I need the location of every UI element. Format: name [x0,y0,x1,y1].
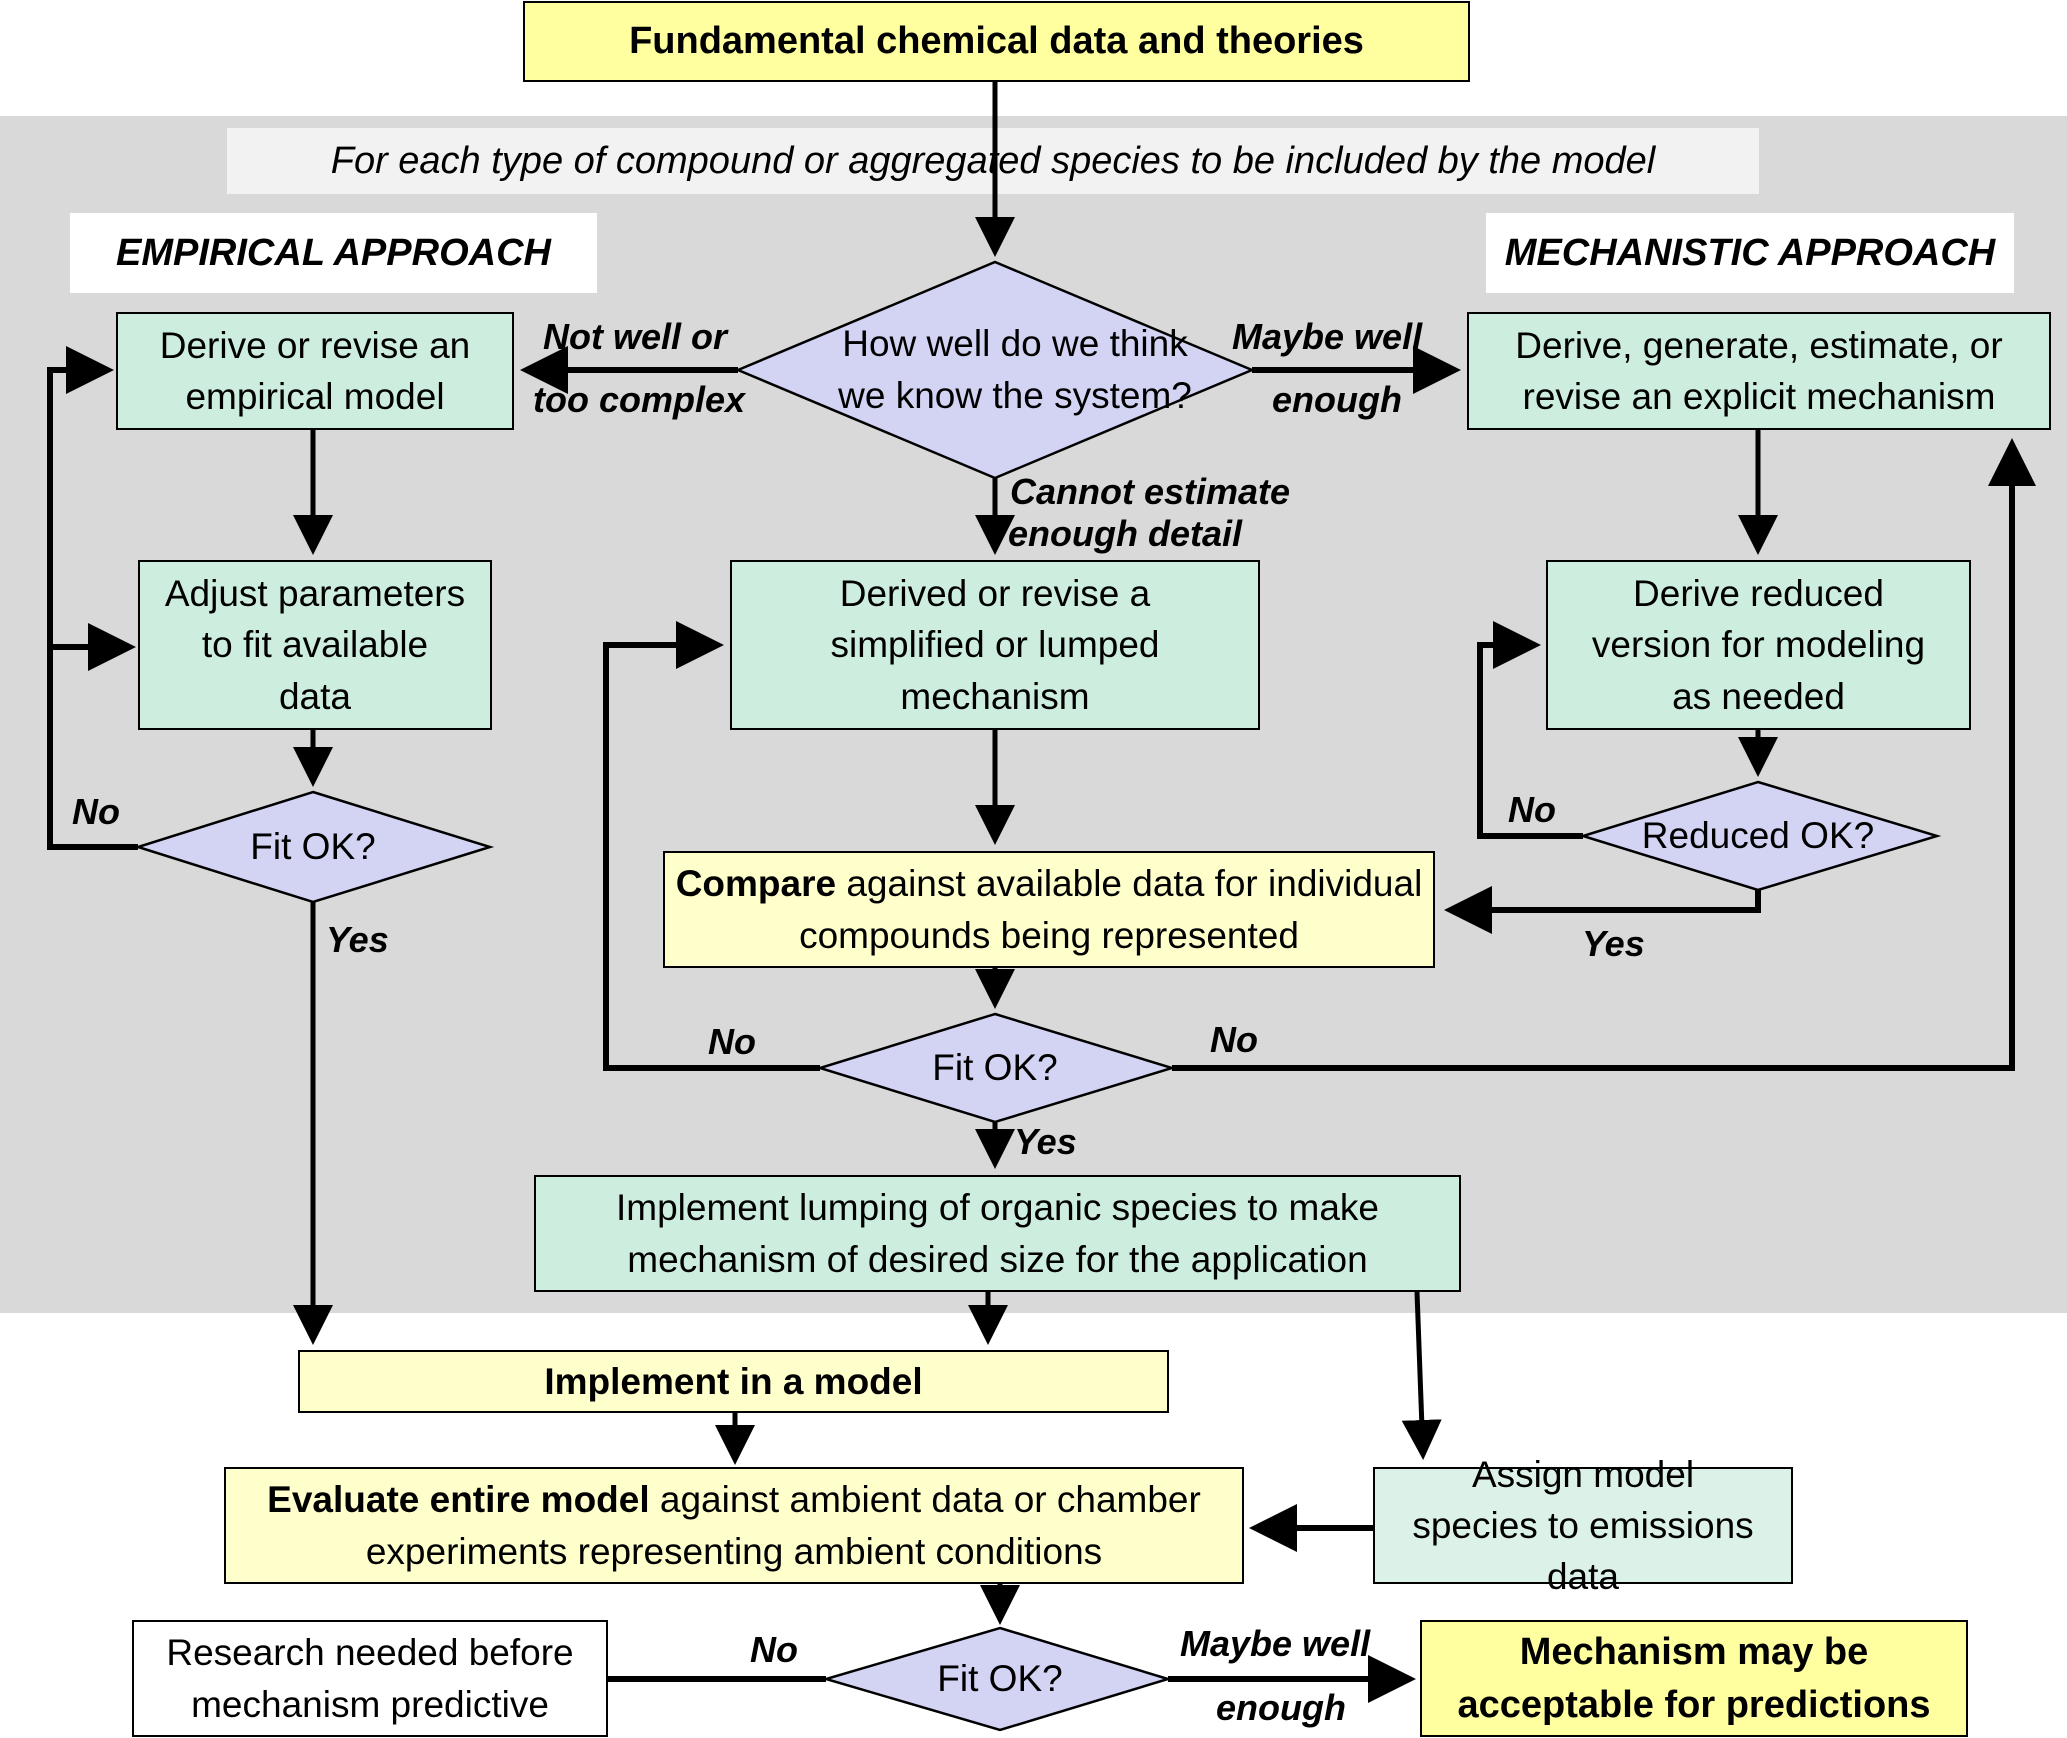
compare-rest-text: against available data for individual co… [799,863,1423,956]
evaluate-bold-text: Evaluate entire model [267,1479,650,1521]
acceptable-box: Mechanism may be acceptable for predicti… [1420,1620,1968,1737]
reduced-version-box: Derive reduced version for modeling as n… [1546,560,1971,730]
implement-lumping-box: Implement lumping of organic species to … [534,1175,1461,1292]
fundamental-data-box: Fundamental chemical data and theories [523,1,1470,82]
edge-label-mid-no-left: No [708,1021,756,1062]
empirical-model-box: Derive or revise an empirical model [116,312,514,430]
compare-bold-text: Compare [675,863,837,905]
emp-fit-text: Fit OK? [213,822,413,872]
acceptable-label: Mechanism may be acceptable for predicti… [1457,1631,1931,1726]
edge-label-enough: enough [1272,379,1402,420]
main-decision-text: How well do we think we know the system? [820,292,1210,448]
arrow-reduced-no-loop [1477,621,1583,839]
edge-label-mid-yes: Yes [1014,1121,1077,1162]
research-needed-label: Research needed before mechanism predict… [166,1632,574,1725]
mid-fit-text: Fit OK? [895,1043,1095,1093]
compare-box: Compare against available data for indiv… [663,851,1435,968]
lumped-mechanism-box: Derived or revise a simplified or lumped… [730,560,1260,730]
edge-label-final-enough: enough [1216,1687,1346,1728]
explicit-mechanism-label: Derive, generate, estimate, or revise an… [1515,324,2003,417]
edge-label-reduced-yes: Yes [1582,923,1645,964]
research-needed-box: Research needed before mechanism predict… [132,1620,608,1737]
final-fit-label: Fit OK? [937,1658,1063,1700]
explicit-mechanism-box: Derive, generate, estimate, or revise an… [1467,312,2051,430]
implement-model-box: Implement in a model [298,1350,1169,1413]
evaluate-box: Evaluate entire model against ambient da… [224,1467,1244,1584]
empirical-approach-label: EMPIRICAL APPROACH [116,231,551,274]
edge-label-maybe-well: Maybe well [1232,316,1423,357]
mechanistic-approach-label: MECHANISTIC APPROACH [1504,231,1996,274]
final-fit-diamond [821,1626,1173,1732]
adjust-params-box: Adjust parameters to fit available data [138,560,492,730]
fundamental-data-label: Fundamental chemical data and theories [629,20,1364,63]
adjust-params-label: Adjust parameters to fit available data [164,573,466,717]
edge-label-enough-detail: enough detail [1008,513,1242,554]
implement-model-label: Implement in a model [544,1360,923,1402]
empirical-approach-header: EMPIRICAL APPROACH [70,213,597,293]
implement-lumping-label: Implement lumping of organic species to … [616,1187,1379,1280]
emp-fit-label: Fit OK? [250,826,376,868]
empirical-model-label: Derive or revise an empirical model [159,324,471,417]
evaluate-rest-text: against ambient data or chamber experime… [365,1479,1201,1572]
arrow-mid-no-left [603,621,820,1071]
arrow-lumping-to-assign [1401,1291,1442,1460]
arrow-mid-no-right [1172,438,2036,1071]
final-fit-text: Fit OK? [900,1654,1100,1704]
mid-fit-label: Fit OK? [932,1047,1058,1089]
compare-label: Compare against available data for indiv… [675,858,1423,960]
edge-label-reduced-no: No [1508,789,1556,830]
assign-species-box: Assign model species to emissions data [1373,1454,1793,1597]
main-decision-label: How well do we think we know the system? [838,323,1192,416]
edge-label-final-no: No [750,1629,798,1670]
arrow-emp-no-loop [47,346,138,850]
edge-label-emp-no: No [72,791,120,832]
lumped-mechanism-label: Derived or revise a simplified or lumped… [830,573,1160,717]
reduced-version-label: Derive reduced version for modeling as n… [1591,573,1926,717]
evaluate-label: Evaluate entire model against ambient da… [236,1474,1232,1576]
mechanistic-approach-header: MECHANISTIC APPROACH [1486,213,2014,293]
edge-label-emp-yes: Yes [326,919,389,960]
edge-label-too-complex: too complex [533,379,746,420]
edge-label-not-well: Not well or [543,316,728,357]
reduced-ok-text: Reduced OK? [1618,811,1898,861]
reduced-ok-label: Reduced OK? [1641,815,1875,857]
edge-label-final-maybe-well: Maybe well [1180,1623,1371,1664]
arrow-reduced-yes [1444,886,1761,934]
edge-label-mid-no-right: No [1210,1019,1258,1060]
assign-species-label: Assign model species to emissions data [1412,1453,1754,1598]
edge-label-cannot-estimate: Cannot estimate [1010,471,1291,512]
